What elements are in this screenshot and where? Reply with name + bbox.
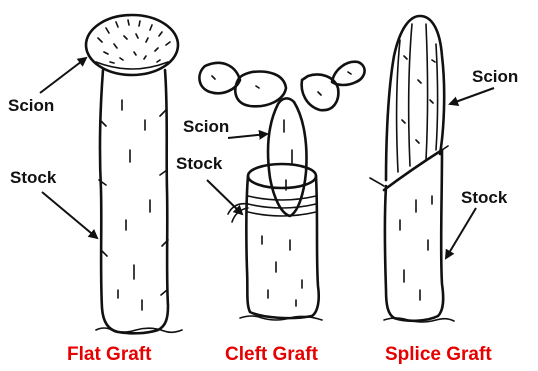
flat-graft-illustration [86,15,182,333]
cleft-graft-caption: Cleft Graft [225,344,319,365]
splice-graft-stock-shape [385,150,443,321]
flat-graft-stock-label: Stock [10,168,57,187]
flat-graft-scion-shape [86,15,178,75]
splice-graft-stock-arrow [446,208,476,258]
flat-graft-stock-arrow [42,192,97,238]
cleft-graft-stock-label: Stock [176,154,223,173]
cleft-graft-scion-arrow [228,134,267,138]
splice-graft-caption: Splice Graft [385,344,492,365]
splice-graft-stock-label: Stock [461,188,508,207]
splice-graft-illustration [370,16,454,322]
splice-graft-scion-label: Scion [472,67,518,86]
cleft-graft-scion-label: Scion [183,117,229,136]
cleft-graft-scion-shape [199,63,240,93]
flat-graft-stock-shape [100,70,168,333]
flat-graft-scion-arrow [40,58,86,93]
flat-graft-scion-label: Scion [8,96,54,115]
splice-graft-scion-arrow [450,88,494,104]
flat-graft-caption: Flat Graft [67,344,152,365]
cleft-graft-stock-arrow [207,180,242,214]
cleft-graft-illustration [199,62,364,320]
